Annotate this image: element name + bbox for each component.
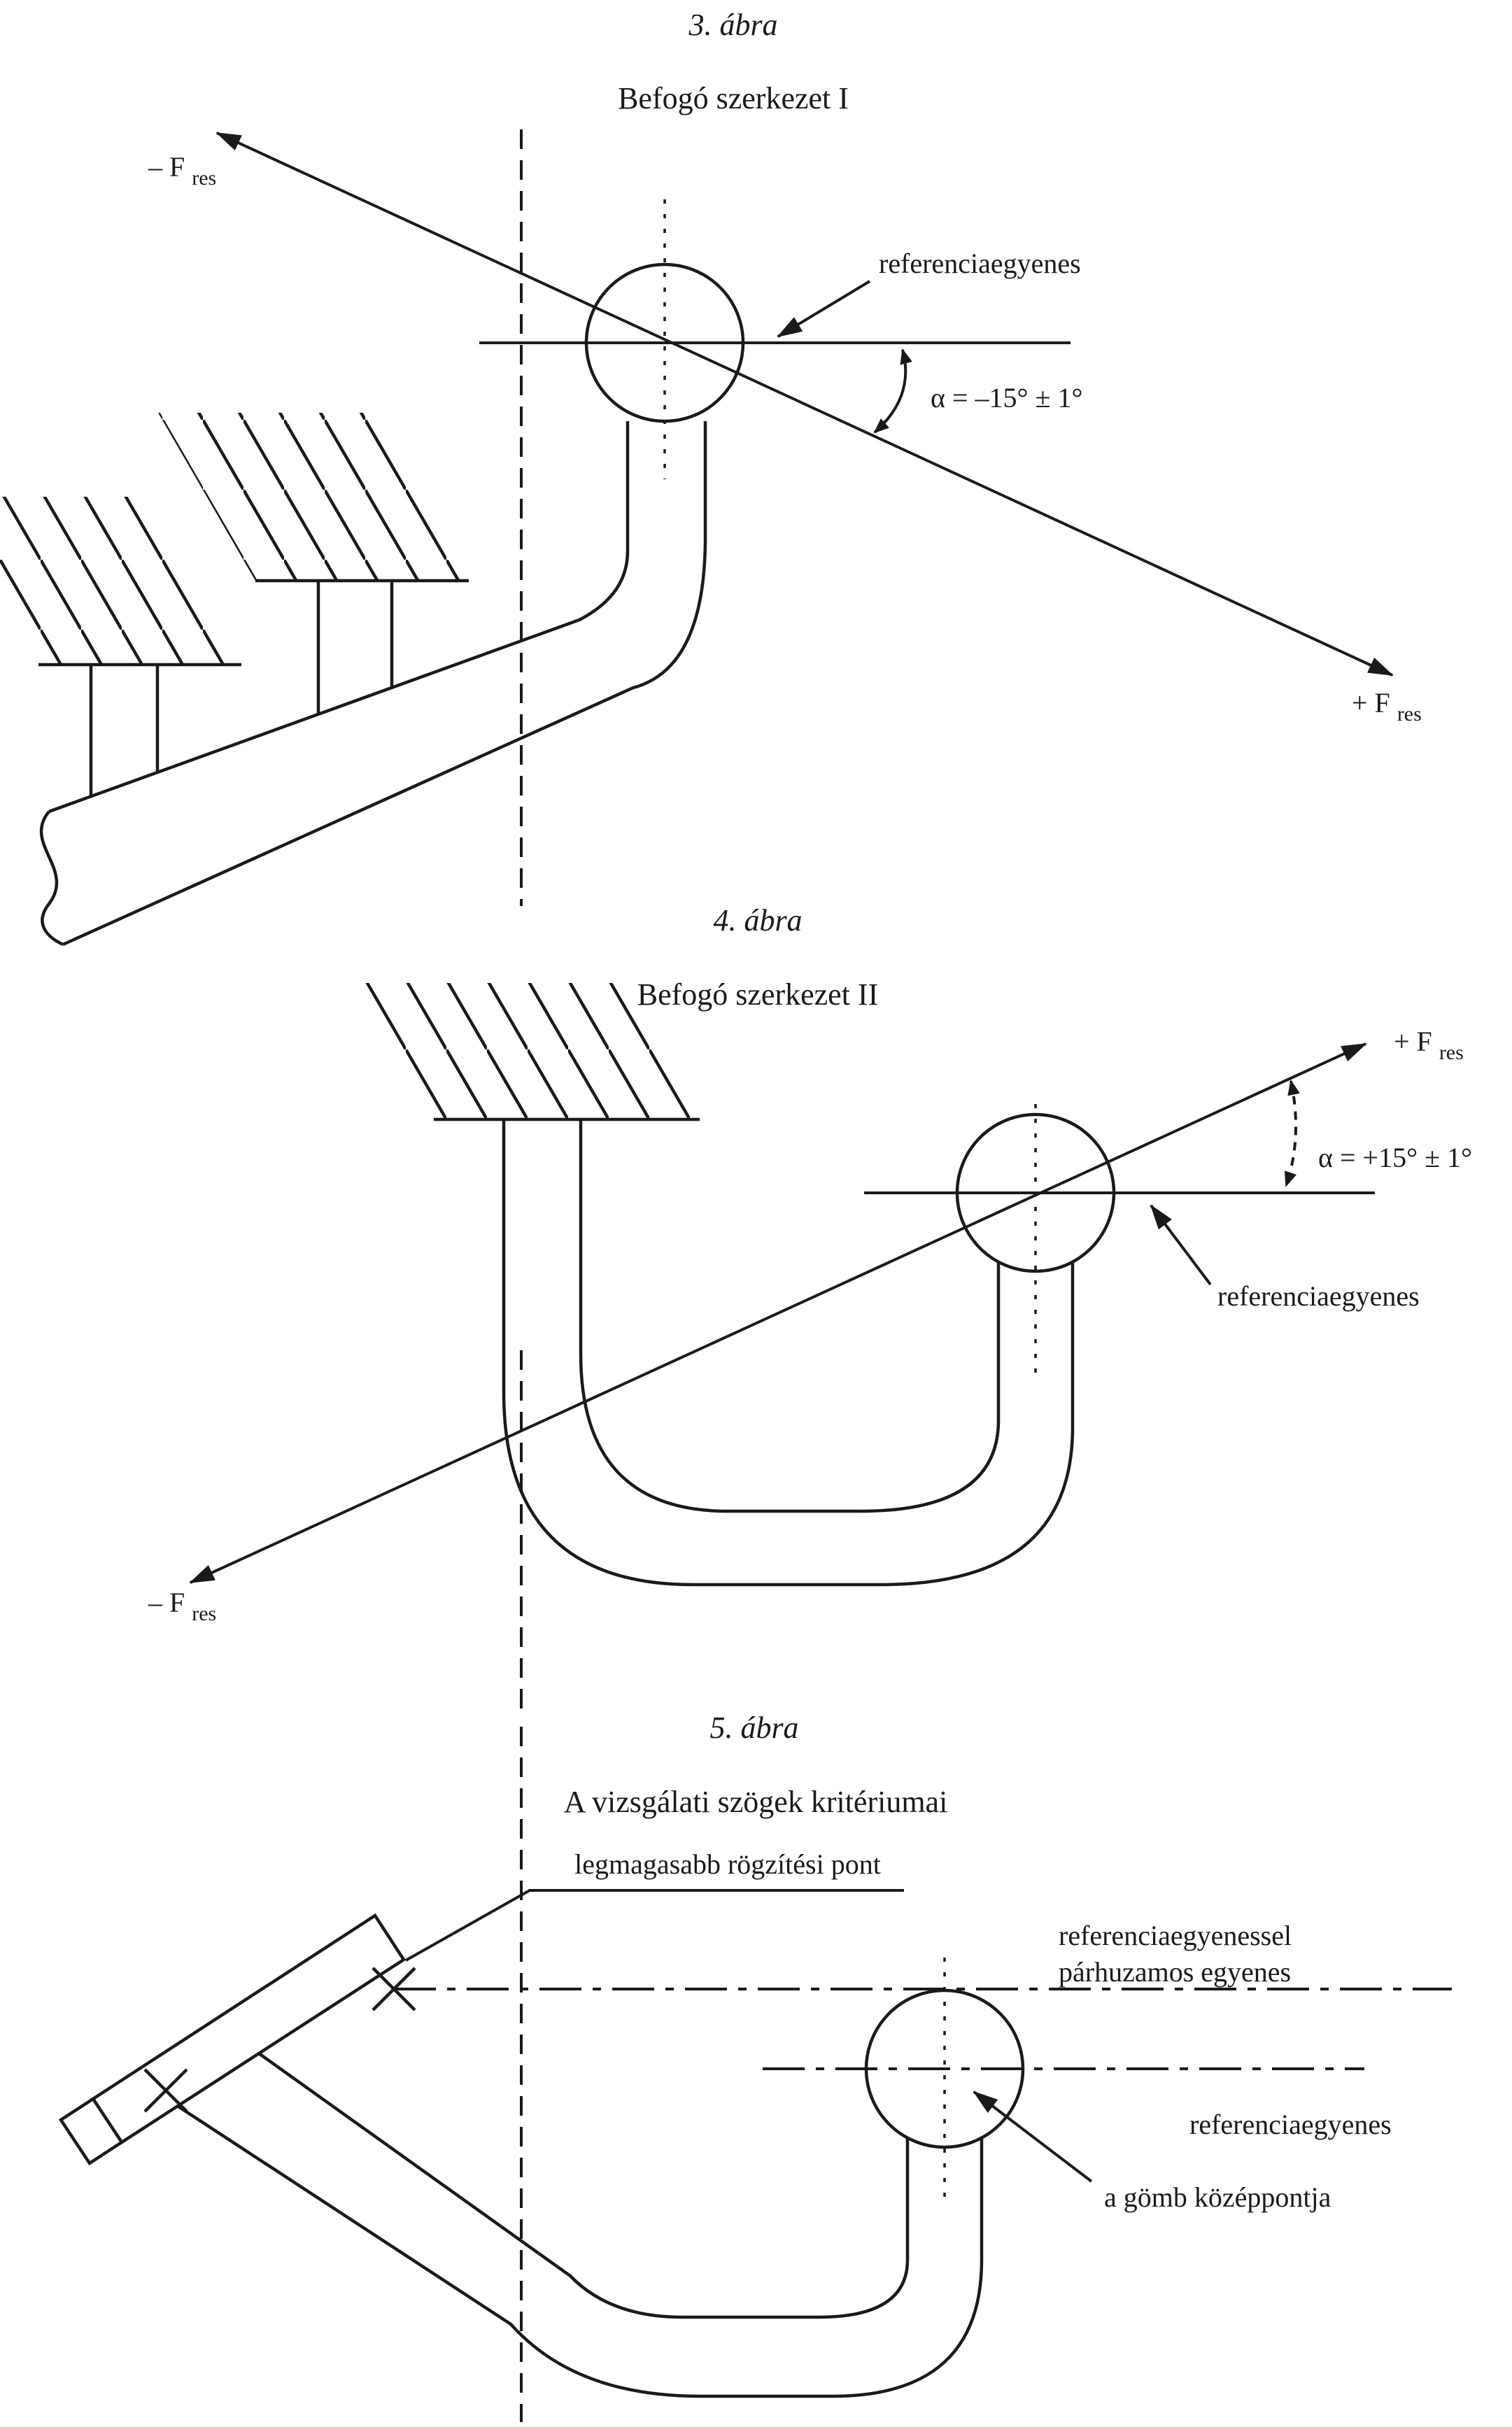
fig4-force-minus-subscript: res	[192, 1602, 216, 1625]
figure3-title: 3. ábra	[688, 8, 777, 42]
fig4-angle-arc	[1284, 1080, 1300, 1187]
figure5-title: 5. ábra	[709, 1711, 798, 1745]
fig4-force-plus-subscript: res	[1439, 1041, 1464, 1064]
fig3-force-minus-text: – F	[148, 151, 185, 183]
fig5-highest-fixing-point-label: legmagasabb rögzítési pont	[574, 1848, 881, 1880]
fig3-force-minus-subscript: res	[192, 167, 216, 190]
figure5-subtitle: A vizsgálati szögek kritériumai	[564, 1785, 948, 1819]
figure3-subtitle: Befogó szerkezet I	[618, 81, 849, 115]
fig3-angle-arc	[873, 348, 912, 434]
fig3-reference-line-leader-arrow	[777, 280, 871, 338]
fig5-fixing-point-mark-lower	[143, 2068, 188, 2113]
fig4-force-arrow	[189, 1042, 1367, 1584]
fig3-force-plus-label: + F res	[1352, 687, 1422, 726]
fig5-mounting-plate-endcap	[58, 2096, 125, 2166]
fig4-reference-line-leader-arrow	[1150, 1204, 1212, 1286]
fig4-reference-line-label: referenciaegyenes	[1217, 1280, 1420, 1312]
figure4: 4. ábra Befogó szerkezet II + F res – F …	[148, 903, 1472, 1711]
fig5-lower-x-stroke-2	[143, 2068, 188, 2113]
fig3-towbar-break-line	[39, 810, 64, 947]
fig4-force-plus-text: + F	[1394, 1026, 1432, 1057]
fig3-reference-line-label: referenciaegyenes	[879, 248, 1081, 279]
fig5-highest-fixing-point-leader	[405, 1889, 904, 1962]
fig5-tube-inner-edge	[257, 2052, 910, 2319]
fig5-ball-center-label: a gömb középpontja	[1104, 2181, 1331, 2213]
fig4-force-minus-label: – F res	[148, 1587, 216, 1625]
fig4-force-minus-text: – F	[148, 1587, 185, 1618]
fig3-force-plus-subscript: res	[1397, 702, 1422, 726]
fig4-tube-inner-edge	[579, 1119, 1001, 1513]
figure4-subtitle: Befogó szerkezet II	[637, 977, 878, 1012]
fig5-parallel-line-label-line1: referenciaegyenessel	[1059, 1920, 1292, 1951]
fig5-reference-line-label: referenciaegyenes	[1189, 2109, 1392, 2140]
fig4-angle-label: α = +15° ± 1°	[1318, 1142, 1472, 1173]
figure3: 3. ábra Befogó szerkezet I – F res + F r…	[0, 8, 1422, 947]
fig3-force-minus-label: – F res	[148, 151, 216, 190]
fig3-force-arrow	[216, 132, 1394, 677]
fig3-hatched-support-right	[158, 413, 469, 581]
fig3-force-plus-text: + F	[1352, 687, 1390, 719]
figure5: 5. ábra A vizsgálati szögek kritériumai …	[58, 1711, 1452, 2422]
fig3-angle-label: α = –15° ± 1°	[931, 382, 1082, 413]
fig5-ball-center-leader-arrow	[973, 2090, 1093, 2183]
fig4-force-plus-label: + F res	[1394, 1026, 1464, 1064]
figure4-title: 4. ábra	[713, 903, 802, 937]
fig3-hatched-support-left	[0, 497, 241, 665]
fig5-parallel-line-label-line2: párhuzamos egyenes	[1059, 1956, 1291, 1988]
fig5-mounting-plate	[90, 1913, 407, 2145]
fig5-tube-outer-edge	[177, 2105, 984, 2398]
